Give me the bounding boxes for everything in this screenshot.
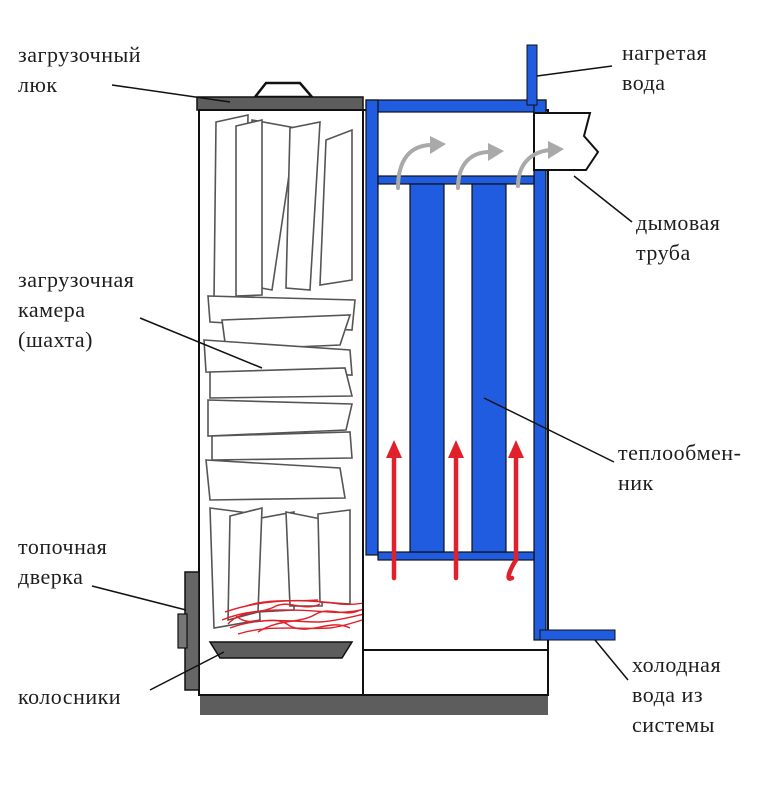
cold-water-pipe xyxy=(539,629,616,641)
boiler-base xyxy=(200,695,548,715)
label-line: загрузочная xyxy=(18,267,135,292)
label-line: (шахта) xyxy=(18,327,93,352)
hatch-plate xyxy=(196,96,364,111)
label-line: труба xyxy=(636,240,691,265)
label-heated-water: нагретая вода xyxy=(622,38,707,98)
label-firebox-door: топочная дверка xyxy=(18,532,107,592)
heat-exchanger-section xyxy=(362,109,549,696)
hot-water-pipe xyxy=(526,44,538,106)
label-line: дверка xyxy=(18,564,84,589)
hot-gas-arrows xyxy=(391,452,519,581)
label-line: теплообмен- xyxy=(618,440,742,465)
label-loading-hatch: загрузочный люк xyxy=(18,40,141,100)
grate xyxy=(208,641,354,659)
label-line: загрузочный xyxy=(18,42,142,67)
leader-lines xyxy=(91,65,633,691)
label-loading-chamber: загрузочная камера (шахта) xyxy=(18,265,134,355)
firewood xyxy=(203,114,356,629)
label-line: нагретая xyxy=(622,40,708,65)
label-line: люк xyxy=(18,72,58,97)
label-line: ник xyxy=(618,470,654,495)
hot-gas-arrowheads xyxy=(386,440,524,458)
label-line: колосники xyxy=(18,684,122,709)
smoke-arrowheads xyxy=(430,136,564,161)
label-line: топочная xyxy=(18,534,108,559)
label-line: вода xyxy=(622,70,666,95)
smoke-arrows xyxy=(396,143,552,190)
label-line: вода из xyxy=(632,682,704,707)
label-cold-water: холодная вода из системы xyxy=(632,650,721,740)
label-line: камера xyxy=(18,297,86,322)
label-grates: колосники xyxy=(18,682,121,712)
label-line: холодная xyxy=(632,652,722,677)
label-chimney: дымовая труба xyxy=(636,208,720,268)
label-heat-exchanger: теплообмен- ник xyxy=(618,438,741,498)
hatch-lid xyxy=(252,81,315,99)
door-handle xyxy=(177,613,188,649)
label-line: системы xyxy=(632,712,715,737)
chimney xyxy=(533,112,600,171)
label-line: дымовая xyxy=(636,210,721,235)
